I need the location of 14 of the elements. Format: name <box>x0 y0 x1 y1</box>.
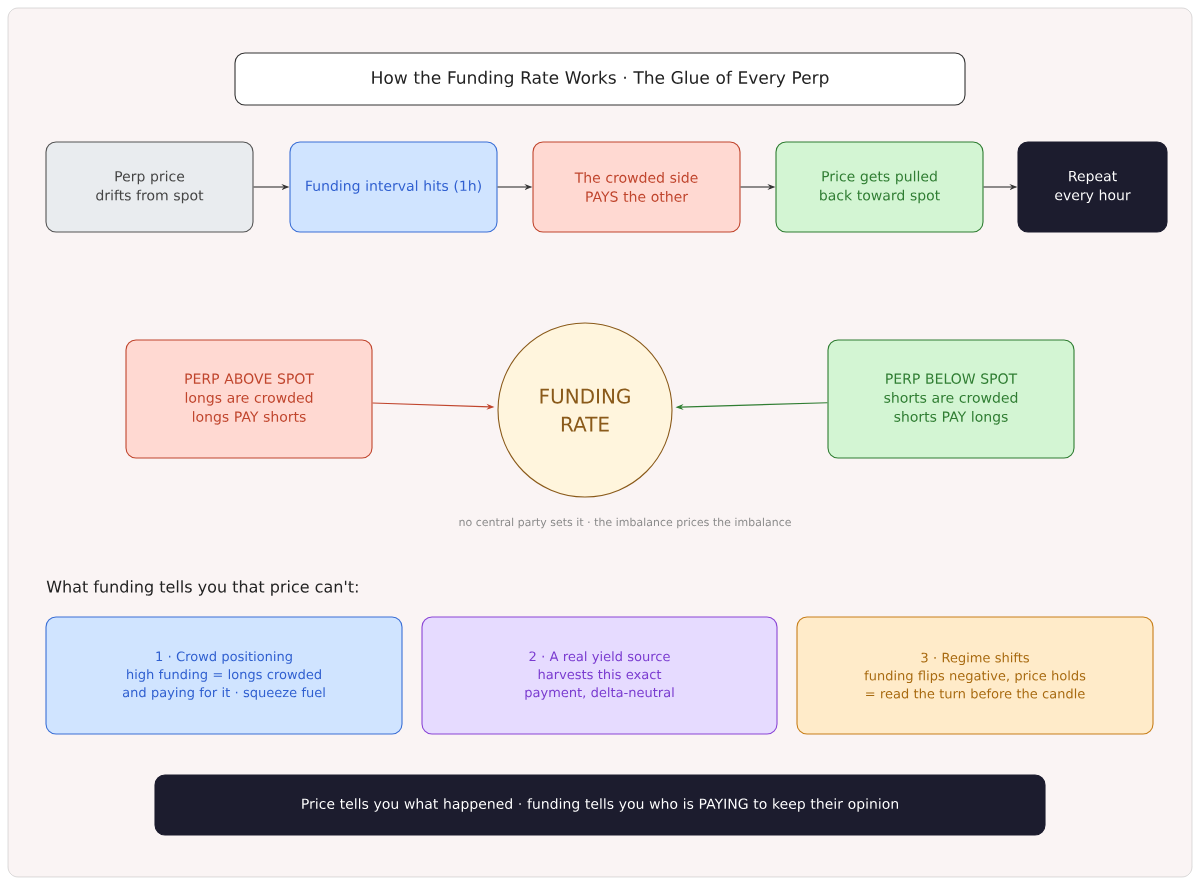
info-card: 1 · Crowd positioning high funding = longs crowded and paying for it · squeeze fuel <box>45 616 403 735</box>
info-card: 3 · Regime shifts funding flips negative, price holds = read the turn before the candle <box>796 616 1154 735</box>
state-box: PERP ABOVE SPOT longs are crowded longs PAY shorts <box>125 339 373 459</box>
state-box: PERP BELOW SPOT shorts are crowded shorts PAY longs <box>827 339 1075 459</box>
title-box: How the Funding Rate Works · The Glue of Every Perp <box>234 52 966 106</box>
process-box: Perp price drifts from spot <box>45 141 254 233</box>
summary-banner: Price tells you what happened · funding tells you who is PAYING to keep their opinion <box>154 774 1046 836</box>
info-card: 2 · A real yield source harvests this exact payment, delta-neutral <box>421 616 778 735</box>
process-box: Funding interval hits (1h) <box>289 141 498 233</box>
section-heading: What funding tells you that price can't: <box>46 580 358 596</box>
process-box: Price gets pulled back toward spot <box>775 141 984 233</box>
caption-text: no central party sets it · the imbalance prices the imbalance <box>459 517 791 529</box>
process-box: Repeat every hour <box>1017 141 1168 233</box>
process-box: The crowded side PAYS the other <box>532 141 741 233</box>
